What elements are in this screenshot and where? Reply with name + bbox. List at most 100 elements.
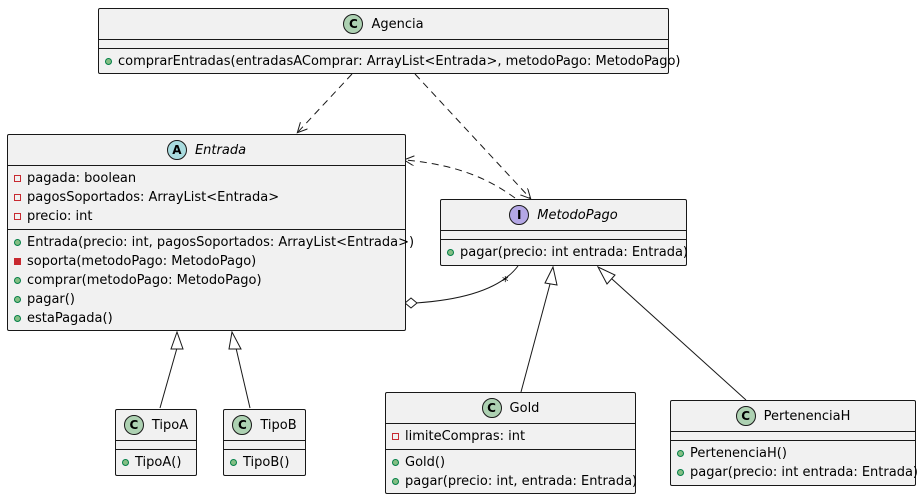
generalization-tipob-arrowhead (228, 330, 242, 350)
public-visibility-icon (122, 459, 129, 466)
private-visibility-icon (14, 175, 21, 182)
methods-section: pagar(precio: int entrada: Entrada) (441, 240, 688, 265)
generalization-pertenenciah-arrowhead (596, 265, 616, 285)
class-header: C TipoB (224, 410, 305, 441)
fields-section (116, 441, 196, 450)
dependency-metodopago-entrada (405, 160, 516, 199)
private-visibility-icon (392, 433, 399, 440)
class-name: TipoA (151, 417, 189, 433)
method-text: pagar(precio: int entrada: Entrada) (460, 245, 688, 260)
fields-section (671, 432, 915, 441)
fields-section (99, 40, 668, 49)
dependency-agencia-entrada (298, 73, 353, 132)
class-entrada[interactable]: A Entrada pagada: boolean pagosSoportado… (7, 134, 414, 331)
method-row: PertenenciaH() (671, 444, 915, 463)
public-visibility-icon (230, 459, 237, 466)
public-visibility-icon (105, 58, 112, 65)
aggregation-diamond (404, 297, 418, 309)
fields-section (224, 441, 305, 450)
method-text: comprarEntradas(entradasAComprar: ArrayL… (118, 54, 681, 69)
method-row: pagar(precio: int, entrada: Entrada) (386, 472, 638, 491)
class-badge-icon: C (735, 406, 756, 426)
fields-section: pagada: boolean pagosSoportados: ArrayLi… (8, 166, 405, 230)
class-header: C Gold (386, 393, 635, 424)
dependency-agencia-metodopago (414, 73, 530, 198)
method-row: pagar(precio: int entrada: Entrada) (671, 463, 918, 482)
public-visibility-icon (677, 469, 684, 476)
public-visibility-icon (392, 478, 399, 485)
methods-section: Entrada(precio: int, pagosSoportados: Ar… (8, 230, 414, 331)
generalization-tipoa-entrada (159, 347, 178, 409)
class-gold[interactable]: C Gold limiteCompras: int Gold() pagar(p… (385, 392, 638, 494)
method-row: soporta(metodoPago: MetodoPago) (8, 252, 405, 271)
public-visibility-icon (14, 239, 21, 246)
method-text: Gold() (405, 455, 446, 470)
class-name: Gold (509, 400, 540, 416)
field-row: pagosSoportados: ArrayList<Entrada> (8, 188, 405, 207)
generalization-pertenenciah-metodopago (611, 278, 747, 401)
method-row: Entrada(precio: int, pagosSoportados: Ar… (8, 233, 414, 252)
class-header: A Entrada (8, 135, 405, 166)
method-row: pagar() (8, 290, 405, 309)
class-badge-icon: C (343, 14, 364, 34)
field-row: precio: int (8, 207, 405, 226)
class-agencia[interactable]: C Agencia comprarEntradas(entradasACompr… (98, 8, 680, 74)
public-visibility-icon (677, 450, 684, 457)
generalization-gold-arrowhead (544, 265, 558, 286)
interface-metodopago[interactable]: I MetodoPago pagar(precio: int entrada: … (440, 199, 688, 266)
public-visibility-icon (14, 315, 21, 322)
field-text: pagosSoportados: ArrayList<Entrada> (27, 190, 280, 205)
class-tipoa[interactable]: C TipoA TipoA() (115, 409, 197, 476)
method-row: Gold() (386, 453, 635, 472)
field-text: limiteCompras: int (405, 429, 526, 444)
class-badge-icon: C (123, 415, 144, 435)
method-row: comprar(metodoPago: MetodoPago) (8, 271, 405, 290)
method-text: comprar(metodoPago: MetodoPago) (27, 273, 262, 288)
method-row: TipoB() (224, 453, 305, 472)
class-name: Agencia (371, 16, 424, 32)
class-tipob[interactable]: C TipoB TipoB() (223, 409, 306, 476)
generalization-tipoa-arrowhead (170, 330, 184, 350)
method-text: TipoB() (243, 455, 290, 470)
public-visibility-icon (14, 277, 21, 284)
class-name: Entrada (194, 142, 247, 158)
method-text: pagar(precio: int, entrada: Entrada) (405, 474, 638, 489)
class-header: C TipoA (116, 410, 196, 441)
class-header: I MetodoPago (441, 200, 686, 231)
method-text: pagar(precio: int entrada: Entrada) (690, 465, 918, 480)
aggregation-multiplicity-label: * (502, 275, 509, 290)
methods-section: TipoA() (116, 450, 196, 475)
methods-section: Gold() pagar(precio: int, entrada: Entra… (386, 450, 638, 494)
class-name: MetodoPago (537, 207, 618, 223)
fields-section (441, 231, 686, 240)
method-row: comprarEntradas(entradasAComprar: ArrayL… (99, 52, 680, 71)
method-row: TipoA() (116, 453, 196, 472)
generalization-tipob-entrada (235, 347, 251, 409)
class-name: PertenenciaH (763, 408, 851, 424)
public-visibility-icon (14, 296, 21, 303)
class-pertenenciah[interactable]: C PertenenciaH PertenenciaH() pagar(prec… (670, 400, 918, 486)
method-text: estaPagada() (27, 311, 113, 326)
methods-section: comprarEntradas(entradasAComprar: ArrayL… (99, 49, 680, 74)
method-text: Entrada(precio: int, pagosSoportados: Ar… (27, 235, 415, 250)
field-text: pagada: boolean (27, 171, 137, 186)
method-text: PertenenciaH() (690, 446, 787, 461)
class-badge-icon: C (232, 415, 253, 435)
private-method-visibility-icon (14, 258, 21, 265)
class-badge-icon: C (481, 398, 502, 418)
methods-section: PertenenciaH() pagar(precio: int entrada… (671, 441, 918, 485)
private-visibility-icon (14, 194, 21, 201)
public-visibility-icon (392, 459, 399, 466)
field-row: pagada: boolean (8, 169, 405, 188)
field-row: limiteCompras: int (386, 427, 635, 446)
method-text: TipoA() (135, 455, 182, 470)
method-text: soporta(metodoPago: MetodoPago) (27, 254, 257, 269)
class-header: C PertenenciaH (671, 401, 915, 432)
field-text: precio: int (27, 209, 93, 224)
private-visibility-icon (14, 213, 21, 220)
abstract-badge-icon: A (166, 140, 187, 160)
class-name: TipoB (260, 417, 297, 433)
fields-section: limiteCompras: int (386, 424, 635, 450)
method-row: pagar(precio: int entrada: Entrada) (441, 243, 688, 262)
